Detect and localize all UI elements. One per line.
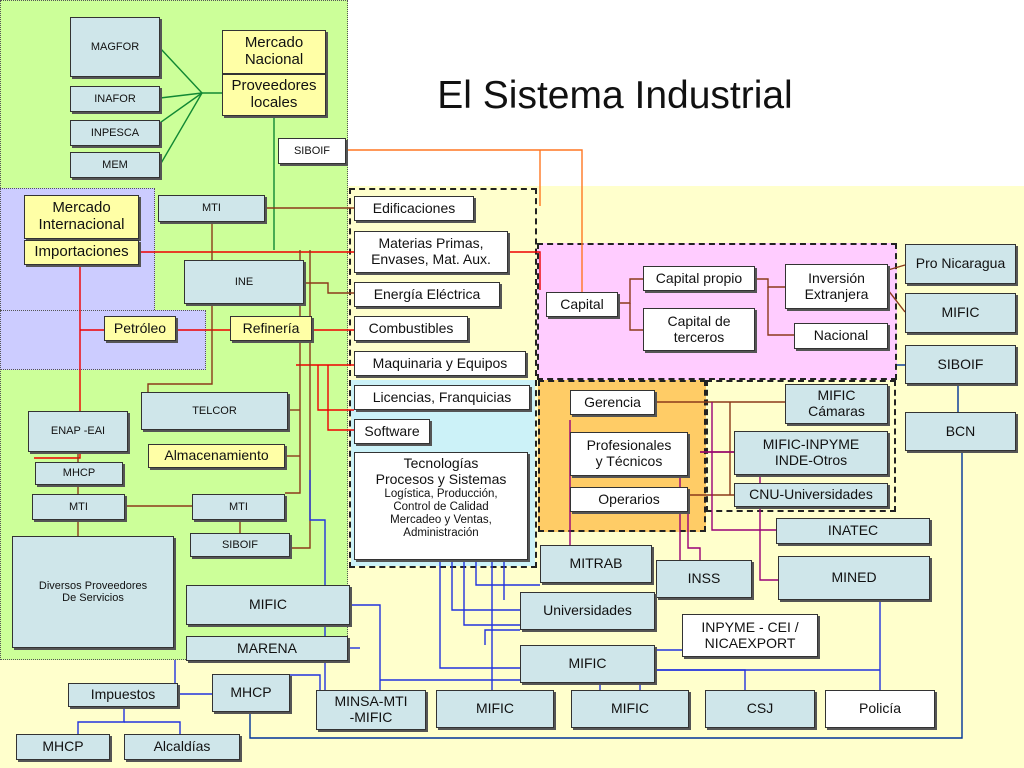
- tecnologias-box: Tecnologías Procesos y Sistemas Logístic…: [354, 452, 528, 560]
- software-box: Software: [354, 419, 430, 444]
- universidades-box: Universidades: [520, 592, 655, 630]
- mhcp-bottom-box: MHCP: [16, 734, 110, 760]
- inss-box: INSS: [656, 560, 752, 598]
- energia-electrica-box: Energía Eléctrica: [354, 282, 500, 307]
- inpesca-box: INPESCA: [70, 120, 160, 146]
- siboif-right-box: SIBOIF: [905, 345, 1016, 384]
- edificaciones-box: Edificaciones: [354, 196, 474, 221]
- magfor-box: MAGFOR: [70, 17, 160, 77]
- almacenamiento-box: Almacenamiento: [148, 444, 285, 468]
- siboif-top-box: SIBOIF: [278, 138, 346, 164]
- maquinaria-equipos-box: Maquinaria y Equipos: [354, 351, 526, 376]
- mific-camaras-box: MIFIC Cámaras: [785, 384, 888, 424]
- enap-eai-box: ENAP -EAI: [28, 411, 128, 452]
- mhcp-left-box: MHCP: [35, 462, 123, 485]
- materias-primas-box: Materias Primas, Envases, Mat. Aux.: [354, 231, 508, 273]
- minsa-mti-mific-box: MINSA-MTI -MIFIC: [316, 690, 426, 730]
- alcaldias-box: Alcaldías: [124, 734, 240, 760]
- mific-right-box: MIFIC: [905, 293, 1016, 333]
- capital-terceros-box: Capital de terceros: [643, 308, 755, 351]
- mific-bottom-2-box: MIFIC: [571, 690, 689, 728]
- importaciones-box: Importaciones: [24, 240, 139, 265]
- diversos-proveedores-box: Diversos Proveedores De Servicios: [12, 536, 174, 648]
- capital-box: Capital: [546, 292, 618, 317]
- marena-box: MARENA: [186, 636, 348, 661]
- siboif-low-box: SIBOIF: [190, 533, 290, 557]
- inatec-box: INATEC: [776, 518, 930, 544]
- mti-top-box: MTI: [158, 195, 265, 222]
- inafor-box: INAFOR: [70, 86, 160, 112]
- licencias-franquicias-box: Licencias, Franquicias: [354, 385, 530, 410]
- refineria-box: Refinería: [230, 316, 312, 341]
- gerencia-box: Gerencia: [570, 390, 655, 415]
- mercado-nacional-box: Mercado Nacional: [222, 30, 326, 74]
- tecnologias-detail: Logística, Producción, Control de Calida…: [384, 488, 498, 539]
- pro-nicaragua-box: Pro Nicaragua: [905, 244, 1016, 284]
- labor-institutions-zone: [706, 380, 896, 512]
- capital-propio-box: Capital propio: [643, 266, 755, 291]
- mined-box: MINED: [778, 556, 930, 600]
- inversion-extranjera-box: Inversión Extranjera: [785, 264, 888, 309]
- bcn-box: BCN: [905, 412, 1016, 451]
- proveedores-locales-box: Proveedores locales: [222, 74, 326, 116]
- nacional-box: Nacional: [794, 323, 888, 349]
- policia-box: Policía: [825, 690, 935, 728]
- mific-center-box: MIFIC: [520, 645, 655, 683]
- mercado-internacional-box: Mercado Internacional: [24, 195, 139, 239]
- mitrab-box: MITRAB: [540, 545, 652, 583]
- inpyme-cei-box: INPYME - CEI / NICAEXPORT: [682, 614, 818, 657]
- white-top-right-zone: [348, 0, 1024, 186]
- petroleo-box: Petróleo: [104, 316, 176, 341]
- mti-left-box: MTI: [32, 494, 125, 520]
- profesionales-tecnicos-box: Profesionales y Técnicos: [570, 432, 688, 476]
- tecnologias-title: Tecnologías Procesos y Sistemas: [375, 455, 507, 487]
- ine-box: INE: [184, 260, 304, 304]
- mhcp-mid-box: MHCP: [212, 674, 290, 712]
- page-title: El Sistema Industrial: [437, 74, 793, 117]
- impuestos-box: Impuestos: [68, 683, 178, 707]
- mific-bottom-1-box: MIFIC: [436, 690, 554, 728]
- telcor-box: TELCOR: [141, 392, 288, 430]
- mem-box: MEM: [70, 152, 160, 178]
- mific-inpyme-box: MIFIC-INPYME INDE-Otros: [734, 431, 888, 475]
- csj-box: CSJ: [705, 690, 815, 728]
- cnu-universidades-box: CNU-Universidades: [734, 483, 888, 507]
- combustibles-box: Combustibles: [354, 316, 468, 341]
- operarios-box: Operarios: [570, 487, 688, 512]
- mific-left-box: MIFIC: [186, 585, 350, 625]
- mti-mid-box: MTI: [192, 494, 285, 520]
